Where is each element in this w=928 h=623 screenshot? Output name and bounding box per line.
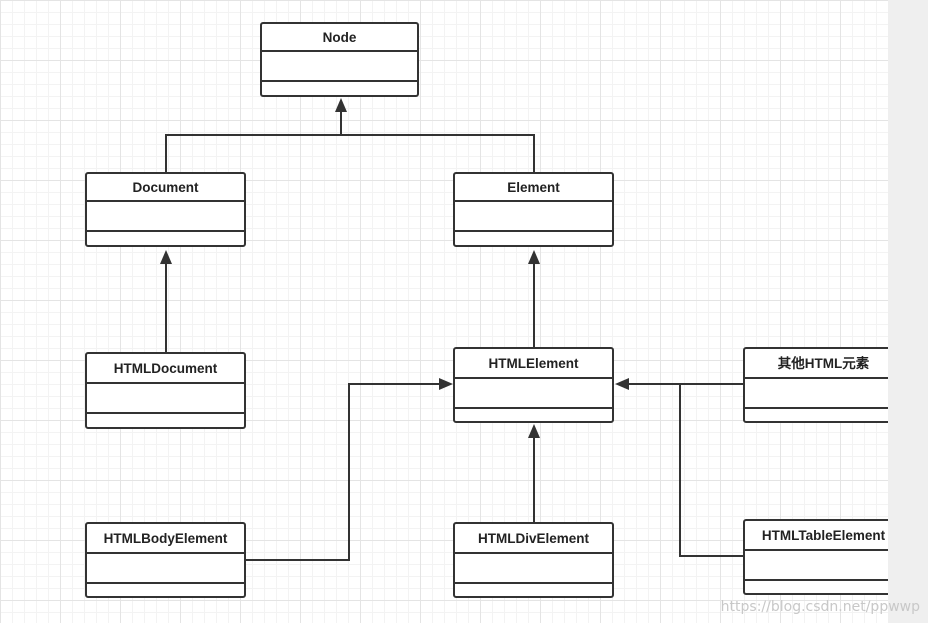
attributes-compartment: [745, 379, 902, 409]
class-element[interactable]: Element: [453, 172, 614, 247]
class-name: HTMLBodyElement: [87, 524, 244, 554]
attributes-compartment: [745, 551, 902, 581]
arrowhead-element: [528, 250, 540, 264]
watermark: https://blog.csdn.net/ppwwp: [720, 599, 920, 615]
methods-compartment: [87, 414, 244, 427]
arrowhead-htmlelement-right: [615, 378, 629, 390]
class-name: Element: [455, 174, 612, 202]
methods-compartment: [455, 584, 612, 597]
methods-compartment: [745, 409, 902, 422]
class-htmldivelement[interactable]: HTMLDivElement: [453, 522, 614, 598]
edge-htmltableelement-to-htmlelement: [679, 384, 743, 557]
class-htmltableelement[interactable]: HTMLTableElement: [743, 519, 904, 595]
attributes-compartment: [455, 554, 612, 584]
class-name: Node: [262, 24, 417, 52]
arrowhead-document: [160, 250, 172, 264]
methods-compartment: [455, 409, 612, 422]
class-name: HTMLElement: [455, 349, 612, 379]
attributes-compartment: [87, 554, 244, 584]
edge-element-to-node: [341, 134, 535, 172]
inheritance-edges: [160, 98, 743, 561]
arrowhead-node: [335, 98, 347, 112]
diagram-canvas: Node Document Element HTMLDocument HTMLE…: [0, 0, 904, 623]
class-name: 其他HTML元素: [745, 349, 902, 379]
class-htmldocument[interactable]: HTMLDocument: [85, 352, 246, 429]
class-name: Document: [87, 174, 244, 202]
class-document[interactable]: Document: [85, 172, 246, 247]
methods-compartment: [745, 581, 902, 594]
edge-htmlbodyelement-to-htmlelement: [246, 383, 441, 561]
attributes-compartment: [87, 384, 244, 414]
methods-compartment: [455, 232, 612, 245]
class-name: HTMLDivElement: [455, 524, 612, 554]
class-htmlbodyelement[interactable]: HTMLBodyElement: [85, 522, 246, 598]
edge-document-to-node: [165, 108, 342, 172]
class-htmlelement[interactable]: HTMLElement: [453, 347, 614, 423]
methods-compartment: [262, 82, 417, 95]
class-name: HTMLDocument: [87, 354, 244, 384]
arrowhead-htmlelement-bottom: [528, 424, 540, 438]
side-panel: [888, 0, 928, 623]
attributes-compartment: [455, 202, 612, 232]
class-name: HTMLTableElement: [745, 521, 902, 551]
attributes-compartment: [262, 52, 417, 82]
methods-compartment: [87, 584, 244, 597]
class-other-html-elements[interactable]: 其他HTML元素: [743, 347, 904, 423]
attributes-compartment: [455, 379, 612, 409]
attributes-compartment: [87, 202, 244, 232]
methods-compartment: [87, 232, 244, 245]
class-node[interactable]: Node: [260, 22, 419, 97]
arrowhead-htmlelement-left: [439, 378, 453, 390]
